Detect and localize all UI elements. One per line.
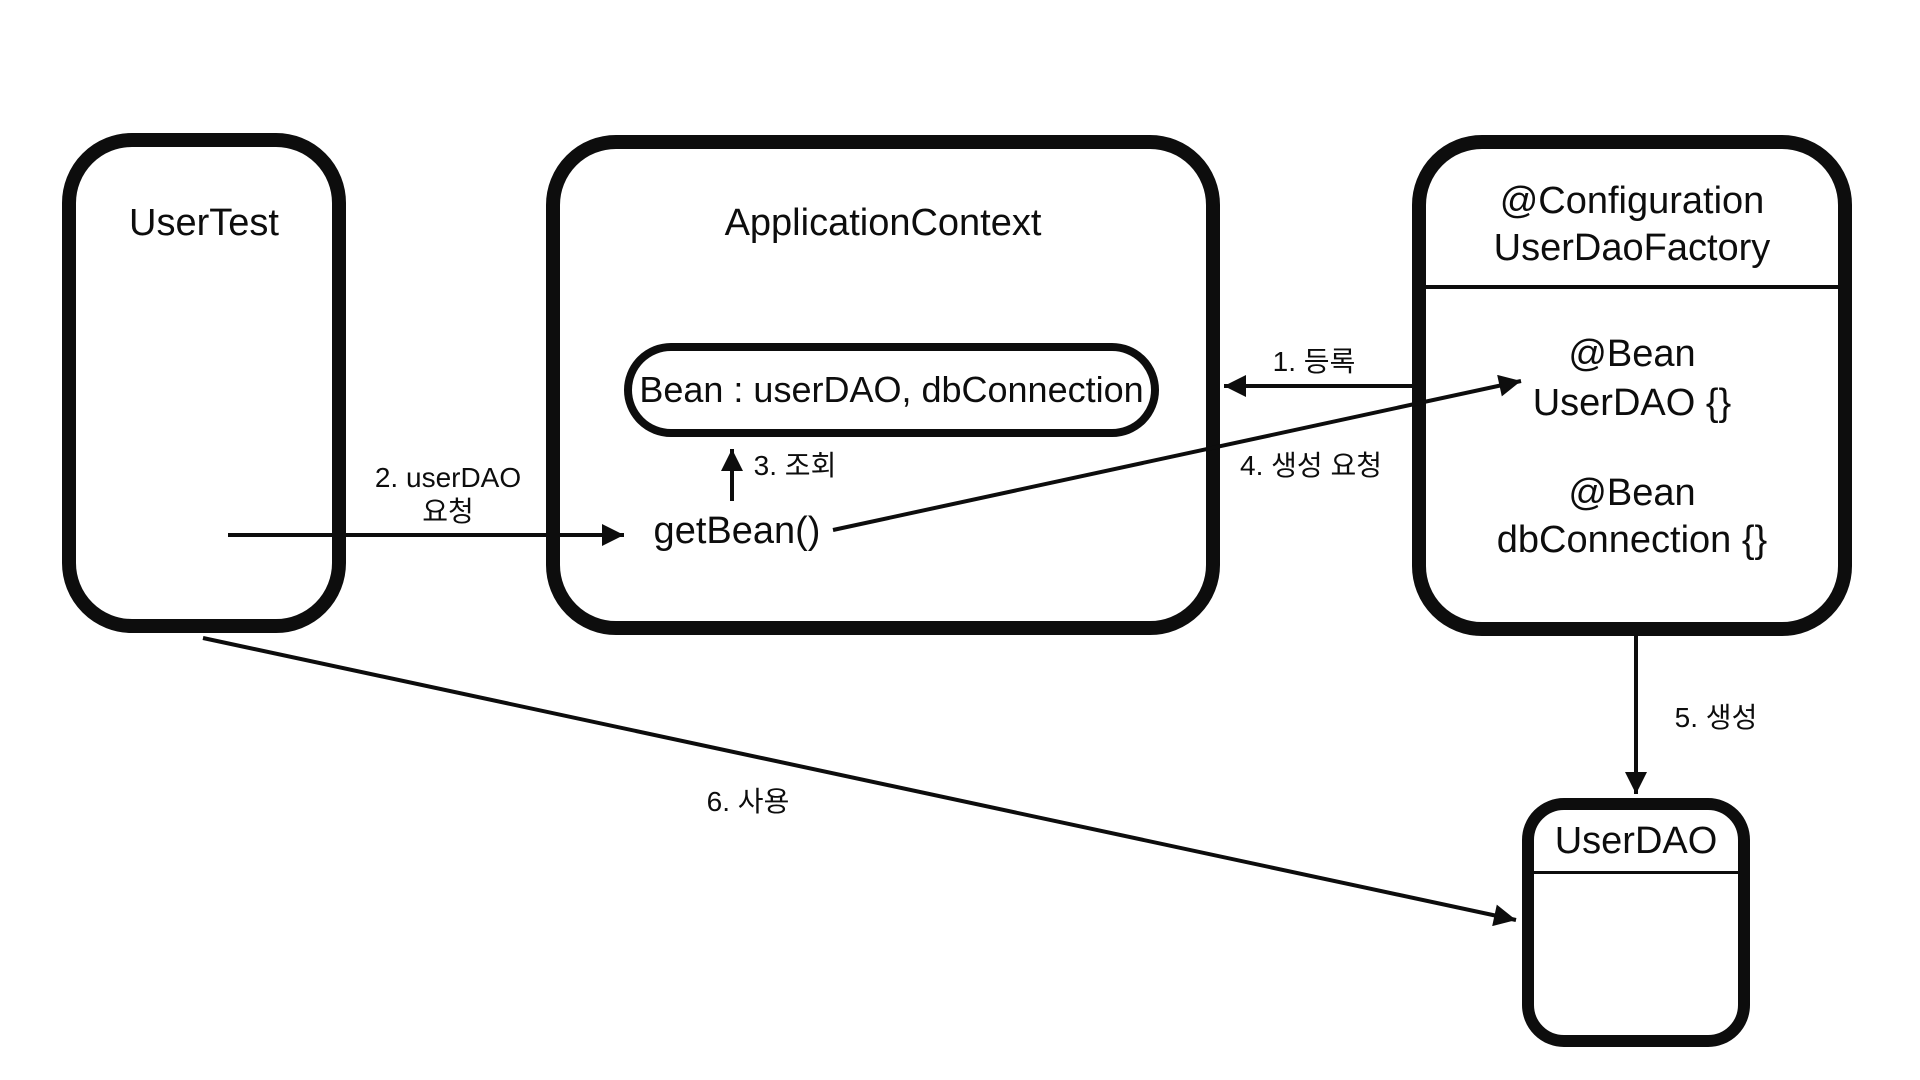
arrow-label-userdao-request-line2: 요청 <box>422 496 474 527</box>
factory-bean-userdao: @Bean UserDAO {} <box>1533 330 1732 428</box>
arrow-label-create: 5. 생성 <box>1674 702 1758 733</box>
factory-title-line2: UserDaoFactory <box>1493 227 1771 269</box>
factory-bean1-method: UserDAO {} <box>1532 382 1732 424</box>
arrow-label-lookup: 3. 조회 <box>753 450 837 481</box>
arrow-label-create-request: 4. 생성 요청 <box>1240 450 1382 481</box>
user-dao-box <box>1522 798 1750 1047</box>
arrow-label-userdao-request: 2. userDAO 요청 <box>375 461 521 529</box>
arrow-label-register: 1. 등록 <box>1272 346 1356 377</box>
arrow-label-userdao-request-line1: 2. userDAO <box>374 462 522 493</box>
user-test-box <box>62 133 346 633</box>
factory-bean2-annotation: @Bean <box>1568 472 1696 514</box>
bean-registry-pill: Bean : userDAO, dbConnection <box>624 343 1159 437</box>
factory-title-separator <box>1426 285 1838 289</box>
factory-title-line1: @Configuration <box>1499 180 1765 222</box>
factory-title: @Configuration UserDaoFactory <box>1494 178 1771 272</box>
arrow-label-use: 6. 사용 <box>706 786 790 817</box>
arrow-6-use <box>202 636 1517 927</box>
user-dao-title: UserDAO <box>1554 820 1718 862</box>
factory-bean2-method: dbConnection {} <box>1496 519 1768 561</box>
get-bean-label: getBean() <box>653 510 821 552</box>
user-dao-title-separator <box>1534 871 1738 874</box>
factory-bean-dbconnection: @Bean dbConnection {} <box>1497 470 1767 564</box>
bean-registry-label: Bean : userDAO, dbConnection <box>639 369 1144 410</box>
factory-bean1-annotation: @Bean <box>1568 333 1696 375</box>
application-context-title: ApplicationContext <box>724 202 1042 244</box>
user-test-title: UserTest <box>129 202 279 244</box>
